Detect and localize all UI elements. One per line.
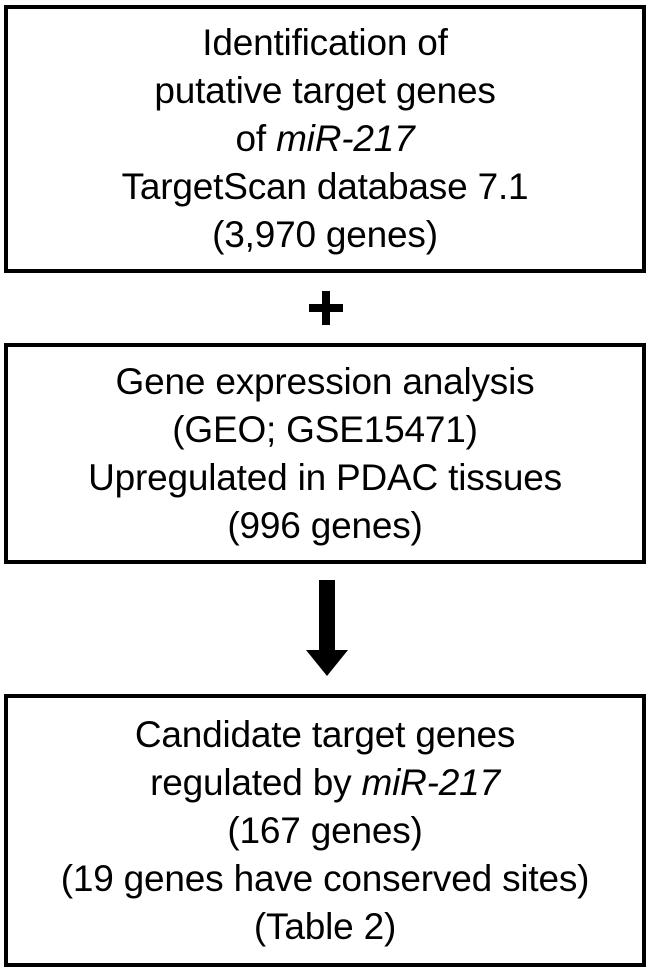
box2-line-condition: Upregulated in PDAC tissues — [88, 456, 562, 498]
box1-line-identification: Identification of — [202, 22, 448, 63]
flow-box-targetscan: Identification of putative target genes … — [4, 5, 646, 273]
flow-box-candidate-genes: Candidate target genes regulated by miR-… — [4, 694, 646, 967]
box3-line-conserved-sites: (19 genes have conserved sites) — [60, 857, 590, 899]
box1-line-mirna: of miR-217 — [8, 115, 642, 163]
box3-line-table-reference: (Table 2) — [253, 905, 397, 947]
flow-box-gene-expression: Gene expression analysis (GEO; GSE15471)… — [4, 343, 646, 564]
box1-mirna-prefix: of — [235, 118, 277, 159]
connector-down-arrow — [303, 578, 351, 678]
box1-line-gene-count: (3,970 genes) — [212, 214, 438, 255]
box3-mirna-name: miR-217 — [361, 761, 500, 803]
connector-plus — [0, 278, 650, 338]
plus-icon — [309, 291, 343, 325]
arrow-down-icon — [306, 580, 348, 676]
box1-line-database: TargetScan database 7.1 — [121, 166, 529, 207]
box2-line-gene-count: (996 genes) — [227, 504, 423, 546]
box2-line-gene-expression-analysis: Gene expression analysis — [115, 360, 535, 402]
box1-line-putative-target-genes: putative target genes — [154, 70, 496, 111]
box3-line-regulated-by: regulated by miR-217 — [8, 759, 642, 807]
box1-mirna-name: miR-217 — [276, 118, 415, 159]
box3-regulated-prefix: regulated by — [150, 761, 362, 803]
box3-line-candidate-target-genes: Candidate target genes — [134, 713, 516, 755]
box3-line-gene-count: (167 genes) — [227, 809, 423, 851]
box2-line-dataset: (GEO; GSE15471) — [172, 408, 478, 450]
